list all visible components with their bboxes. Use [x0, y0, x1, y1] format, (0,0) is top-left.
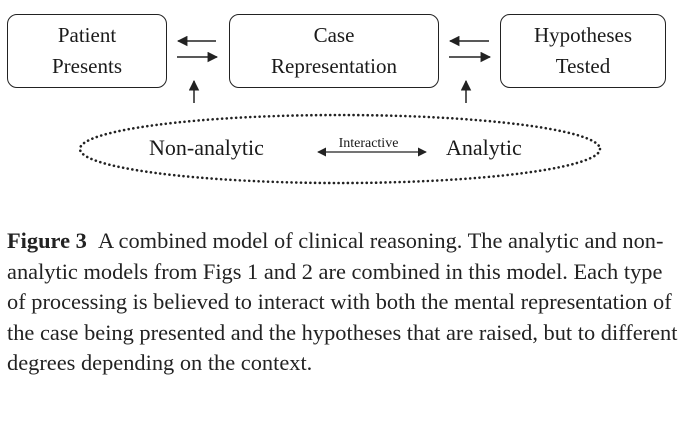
hypotheses-box-line1: Hypotheses — [534, 23, 632, 47]
patient-presents-box: Patient Presents — [7, 14, 167, 88]
nonanalytic-label: Non-analytic — [149, 135, 264, 160]
patient-box-line2: Presents — [52, 54, 122, 78]
case-representation-box: Case Representation — [229, 14, 439, 88]
interactive-label: Interactive — [338, 136, 399, 151]
analytic-label: Analytic — [446, 135, 522, 160]
hypotheses-box-line2: Tested — [555, 54, 611, 78]
case-box-line2: Representation — [271, 54, 397, 78]
clinical-reasoning-diagram: Patient Presents Case Representation Hyp… — [0, 0, 683, 210]
patient-box-line1: Patient — [57, 23, 117, 47]
hypotheses-tested-box: Hypotheses Tested — [500, 14, 666, 88]
caption-text: A combined model of clinical reasoning. … — [7, 228, 678, 376]
figure-label: Figure 3 — [7, 228, 87, 253]
case-box-line1: Case — [313, 23, 355, 47]
figure-caption: Figure 3 A combined model of clinical re… — [7, 226, 679, 379]
